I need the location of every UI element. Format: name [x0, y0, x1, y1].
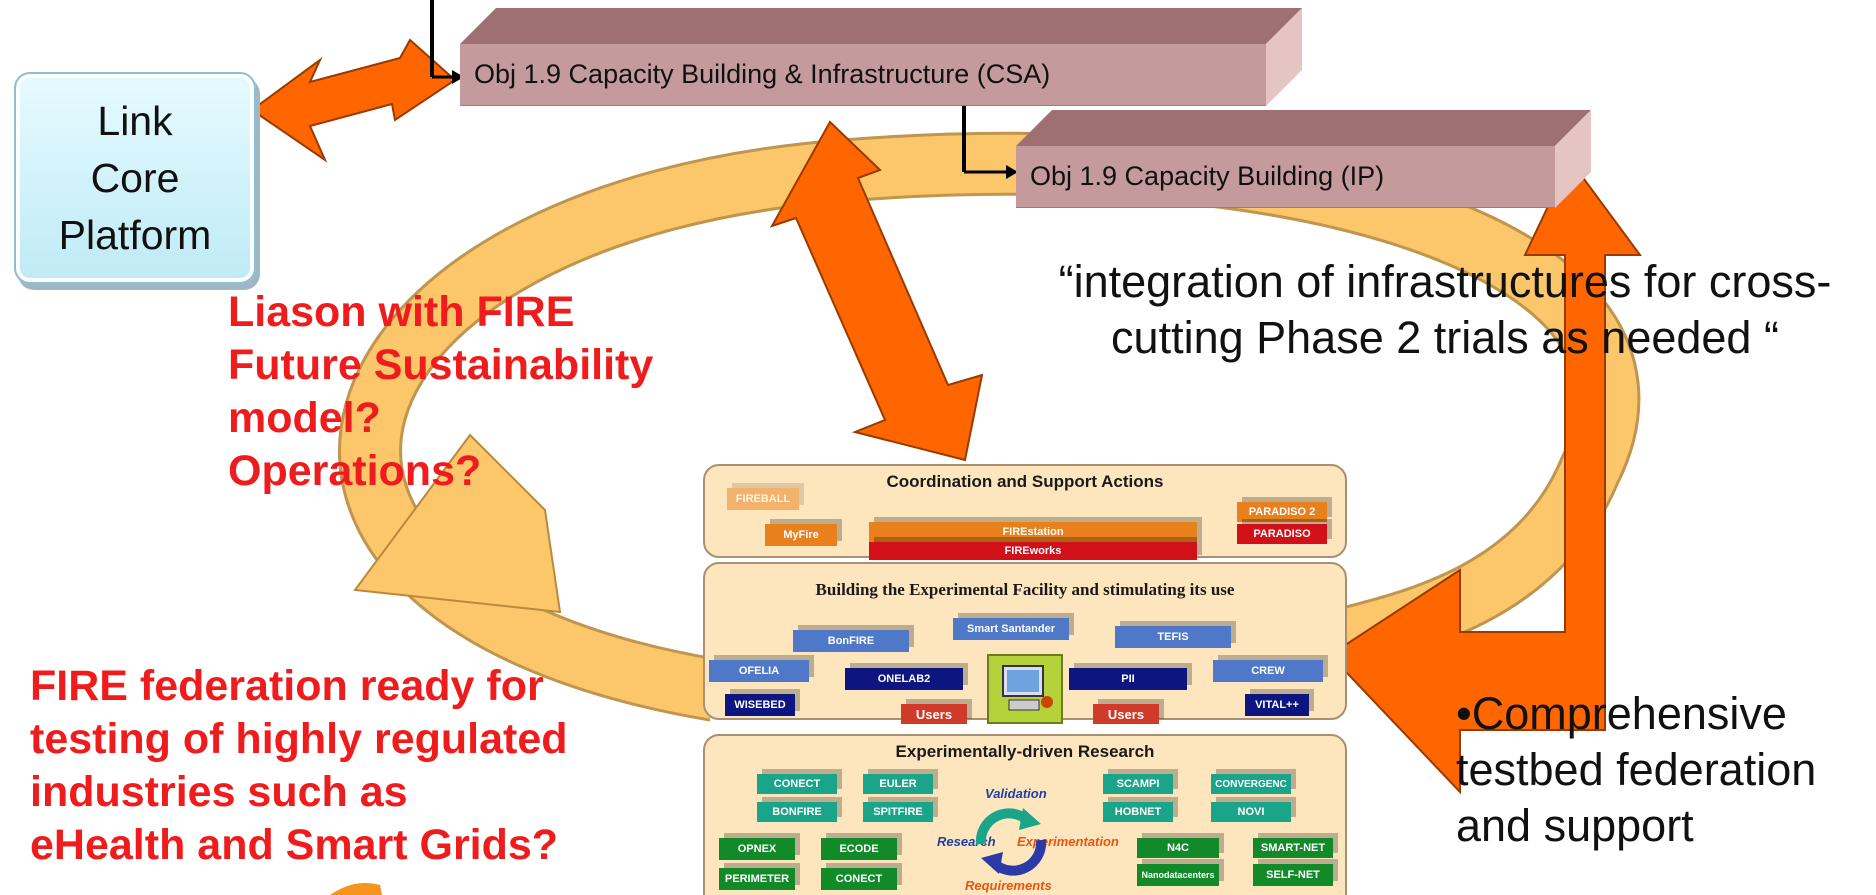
requirements-label: Requirements — [965, 878, 1052, 893]
link-box-line-3: Platform — [58, 211, 212, 258]
user-computer-icon — [987, 654, 1063, 724]
wisebed-box: WISEBED — [725, 694, 795, 716]
crew-box: CREW — [1213, 660, 1323, 682]
link-double-arrow — [250, 38, 457, 163]
ofelia-box: OFELIA — [709, 660, 809, 682]
panel-double-arrow — [769, 120, 984, 462]
validation-label: Validation — [985, 786, 1047, 801]
convergenc-box: CONVERGENC — [1211, 774, 1291, 794]
users-left-box: Users — [901, 704, 967, 724]
hobnet-box: HOBNET — [1103, 802, 1173, 822]
ecode-box: ECODE — [821, 838, 897, 860]
federation-line-2: testing of highly regulated — [30, 715, 568, 763]
connector-top-arrowhead — [452, 70, 464, 84]
partial-orange-shape — [330, 883, 382, 895]
bonfire-facility-box: BonFIRE — [793, 630, 909, 652]
conect-bottom-box: CONECT — [821, 868, 897, 890]
onelab2-box: ONELAB2 — [845, 668, 963, 690]
liaison-text: Liason with FIRE Future Sustainability m… — [228, 286, 653, 498]
fireworks-box: FIREworks — [869, 542, 1197, 560]
link-box-line-1: Link — [97, 97, 173, 144]
ip-bar-label: Obj 1.9 Capacity Building (IP) — [1016, 146, 1555, 208]
testbed-line-2: testbed federation — [1456, 744, 1817, 795]
link-box-line-2: Core — [90, 154, 180, 201]
self-net-box: SELF-NET — [1253, 864, 1333, 886]
connector-mid-arrowhead — [1006, 165, 1018, 179]
research-cycle-icon — [975, 808, 1047, 876]
coordination-title: Coordination and Support Actions — [886, 472, 1164, 491]
research-title: Experimentally-driven Research — [895, 742, 1155, 761]
federation-line-4: eHealth and Smart Grids? — [30, 821, 559, 869]
quote-line-1: “integration of infrastructures for cros… — [1058, 256, 1832, 307]
euler-box: EULER — [863, 774, 933, 794]
myfire-box: MyFire — [765, 524, 837, 546]
tefis-box: TEFIS — [1115, 626, 1231, 648]
bonfire-research-box: BONFIRE — [757, 802, 837, 822]
smart-net-box: SMART-NET — [1253, 838, 1333, 858]
liaison-line-2: Future Sustainability — [228, 341, 654, 389]
testbed-text: •Comprehensive testbed federation and su… — [1456, 686, 1816, 854]
scampi-box: SCAMPI — [1103, 774, 1173, 794]
spitfire-box: SPITFIRE — [863, 802, 933, 822]
federation-line-1: FIRE federation ready for — [30, 662, 544, 710]
testbed-line-1: •Comprehensive — [1456, 688, 1787, 739]
csa-bar-top — [460, 8, 1302, 44]
perimeter-box: PERIMETER — [719, 868, 795, 890]
csa-bar: Obj 1.9 Capacity Building & Infrastructu… — [460, 8, 1302, 106]
facility-section: Building the Experimental Facility and s… — [703, 562, 1347, 724]
integration-quote: “integration of infrastructures for cros… — [1030, 254, 1860, 366]
vital-box: VITAL++ — [1245, 694, 1309, 716]
opnex-box: OPNEX — [719, 838, 795, 860]
firestation-box: FIREstation — [869, 522, 1197, 542]
n4c-box: N4C — [1137, 838, 1219, 858]
paradiso-box: PARADISO — [1237, 524, 1327, 544]
csa-bar-label: Obj 1.9 Capacity Building & Infrastructu… — [460, 44, 1266, 106]
cycle-arrowhead — [353, 433, 562, 614]
paradiso2-box: PARADISO 2 — [1237, 502, 1327, 522]
ip-bar: Obj 1.9 Capacity Building (IP) — [1016, 110, 1591, 208]
federation-line-3: industries such as — [30, 768, 408, 816]
liaison-line-4: Operations? — [228, 447, 482, 495]
novi-box: NOVI — [1211, 802, 1291, 822]
liaison-line-3: model? — [228, 394, 381, 442]
fireball-box: FIREBALL — [727, 488, 799, 510]
users-right-box: Users — [1093, 704, 1159, 724]
pii-box: PII — [1069, 668, 1187, 690]
ip-bar-top — [1016, 110, 1591, 146]
nanodatacenters-box: Nanodatacenters — [1137, 864, 1219, 886]
federation-text: FIRE federation ready for testing of hig… — [30, 660, 568, 872]
fire-structure-panel: Coordination and Support Actions FIREBAL… — [703, 462, 1347, 895]
quote-line-2: cutting Phase 2 trials as needed “ — [1111, 312, 1779, 363]
facility-title: Building the Experimental Facility and s… — [815, 580, 1235, 599]
computer-icon — [1002, 665, 1053, 711]
link-core-platform-box: Link Core Platform — [14, 72, 256, 284]
smart-santander-box: Smart Santander — [953, 618, 1069, 640]
research-section: Experimentally-driven Research CONECT EU… — [703, 734, 1347, 895]
liaison-line-1: Liason with FIRE — [228, 288, 575, 336]
testbed-line-3: and support — [1456, 800, 1694, 851]
conect-top-box: CONECT — [757, 774, 837, 794]
coordination-section: Coordination and Support Actions FIREBAL… — [703, 464, 1347, 560]
